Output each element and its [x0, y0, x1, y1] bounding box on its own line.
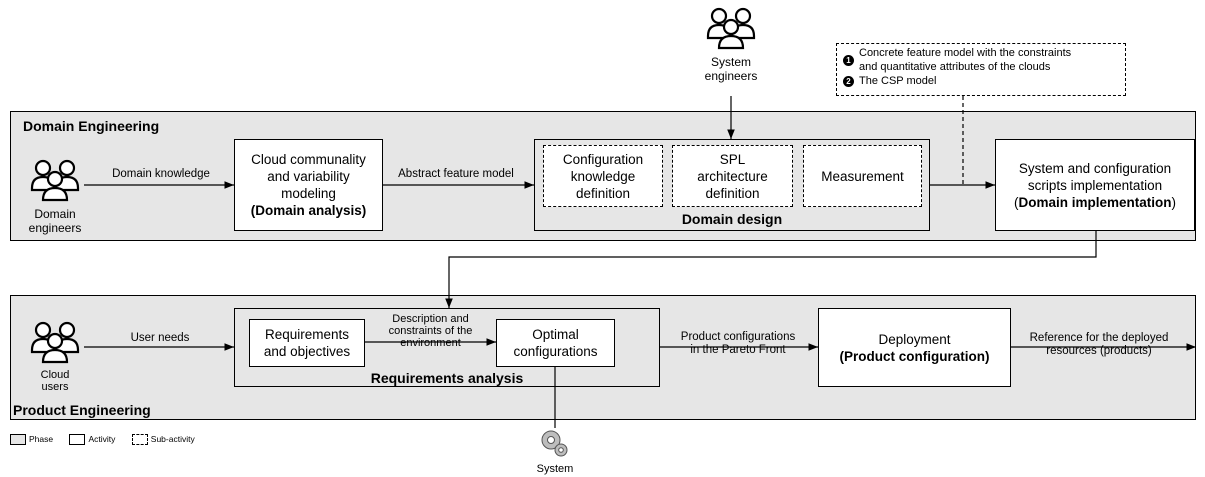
activity-legend-swatch — [69, 434, 86, 446]
deployment-line1: Deployment — [878, 331, 951, 347]
cloud-users-label: Cloud users — [40, 369, 70, 393]
pareto-front-label: Product configurations in the Pareto Fro… — [680, 331, 796, 356]
domain-implementation-activity: System and configuration scripts impleme… — [995, 139, 1195, 231]
marker-two-icon: 2 — [843, 75, 854, 87]
users-group-icon — [30, 321, 80, 364]
gears-icon — [541, 430, 568, 457]
cloud-users-actor: Cloud users — [14, 320, 96, 400]
requirements-analysis-title: Requirements analysis — [370, 370, 524, 386]
domain-analysis-line2: and variability — [267, 169, 350, 184]
marker-one-icon: 1 — [843, 55, 854, 66]
phase-legend-label: Phase — [29, 434, 54, 444]
configuration-knowledge-subactivity: Configuration knowledge definition — [543, 145, 663, 207]
domain-implementation-line1: System and configuration — [1018, 160, 1172, 176]
note-item2: The CSP model — [859, 75, 937, 87]
deployment-line2: (Product configuration) — [839, 348, 990, 364]
system-engineers-actor: System engineers — [681, 6, 781, 96]
system-actor: System — [530, 428, 580, 476]
output-label: Reference for the deployed resources (pr… — [1029, 332, 1169, 357]
environment-label: Description and constraints of the envir… — [388, 313, 473, 349]
deployment-activity: Deployment (Product configuration) — [818, 308, 1011, 387]
product-engineering-title: Product Engineering — [13, 402, 151, 418]
domain-analysis-line1: Cloud communality — [251, 152, 366, 167]
legend: Phase Activity Sub-activity — [10, 434, 195, 446]
artifacts-note: 1 Concrete feature model with the constr… — [836, 43, 1126, 96]
phase-legend-swatch — [10, 434, 26, 446]
measurement-subactivity: Measurement — [803, 145, 922, 207]
domain-engineers-label: Domain engineers — [28, 207, 82, 235]
domain-engineering-title: Domain Engineering — [23, 118, 160, 134]
abstract-feature-model-label: Abstract feature model — [398, 168, 514, 180]
users-group-icon — [30, 159, 80, 202]
users-group-icon — [706, 7, 756, 50]
sub-activity-legend-label: Sub-activity — [150, 434, 195, 444]
optimal-configurations-activity: Optimal configurations — [496, 319, 615, 367]
implementation-to-requirements-arrow — [445, 231, 1097, 308]
note-item1: Concrete feature model with the constrai… — [859, 47, 1072, 73]
domain-design-title: Domain design — [681, 211, 783, 227]
requirements-objectives-activity: Requirements and objectives — [249, 319, 365, 367]
domain-engineers-actor: Domain engineers — [14, 158, 96, 242]
domain-analysis-line3: modeling — [281, 186, 336, 201]
domain-implementation-line3: (Domain implementation) — [1013, 194, 1176, 210]
domain-analysis-line4: (Domain analysis) — [250, 203, 367, 218]
domain-implementation-line2: scripts implementation — [1027, 177, 1163, 193]
spl-architecture-subactivity: SPL architecture definition — [672, 145, 793, 207]
user-needs-label: User needs — [130, 332, 190, 344]
sub-activity-legend-swatch — [131, 434, 148, 446]
system-engineers-label: System engineers — [704, 55, 758, 83]
domain-analysis-activity: Cloud communality and variability modeli… — [234, 139, 383, 231]
domain-knowledge-label: Domain knowledge — [112, 168, 210, 180]
activity-legend-label: Activity — [88, 434, 116, 444]
system-label: System — [536, 463, 574, 475]
